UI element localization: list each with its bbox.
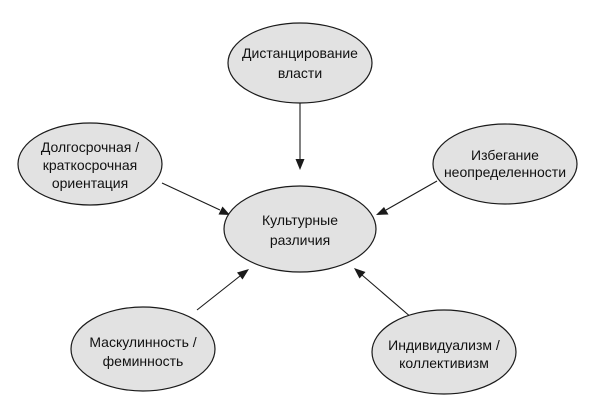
edges [161, 102, 438, 319]
node-individualism-collectivism: Индивидуализм / коллективизм [371, 309, 517, 395]
node-power-distance-label-line-1: Дистанцирование [242, 45, 358, 61]
node-cultural-differences-label-line-1: Культурные [262, 212, 338, 228]
node-uncertainty-avoidance-label-line-2: неопределенности [444, 164, 566, 180]
arrow-power-distance-to-center [295, 102, 305, 170]
arrow-long-short-term-orientation-to-center [161, 182, 230, 215]
node-masculinity-femininity-label-line-1: Маскулинность / [89, 334, 196, 350]
node-uncertainty-avoidance-label-line-1: Избегание [471, 147, 539, 163]
node-long-short-term-orientation-label-line-3: ориентация [52, 175, 128, 191]
node-power-distance-label-line-2: власти [278, 65, 322, 81]
arrow-individualism-collectivism-to-center [354, 268, 413, 319]
node-long-short-term-orientation: Долгосрочная / краткосрочная ориентация [17, 122, 163, 206]
node-long-short-term-orientation-label-line-1: Долгосрочная / [41, 139, 139, 155]
node-masculinity-femininity: Маскулинность / феминность [70, 306, 216, 392]
arrow-masculinity-femininity-to-center [196, 269, 249, 311]
arrow-uncertainty-avoidance-to-center [376, 180, 438, 215]
node-masculinity-femininity-label-line-2: феминность [103, 353, 184, 369]
node-individualism-collectivism-label-line-2: коллективизм [399, 355, 489, 371]
node-long-short-term-orientation-label-line-2: краткосрочная [43, 157, 138, 173]
node-cultural-differences: Культурные различия [223, 185, 377, 273]
node-power-distance: Дистанцирование власти [227, 22, 373, 104]
node-individualism-collectivism-label-line-1: Индивидуализм / [388, 337, 500, 353]
node-uncertainty-avoidance: Избегание неопределенности [432, 123, 578, 205]
node-cultural-differences-label-line-2: различия [270, 232, 330, 248]
